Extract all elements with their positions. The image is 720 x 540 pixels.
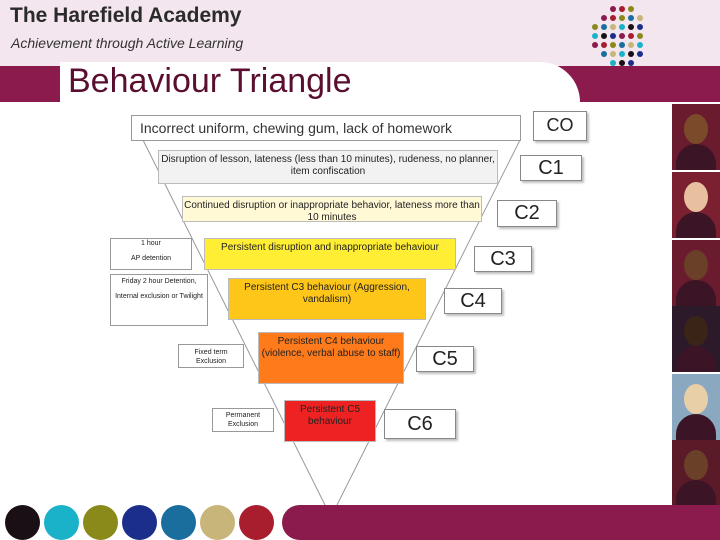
decor-circle [200,505,235,540]
decor-circle [239,505,274,540]
logo-dot [637,24,643,30]
code-c3: C3 [474,246,532,272]
note-permanent-exclusion: Permanent Exclusion [212,408,274,432]
student-photo [672,104,720,170]
logo-dot [619,51,625,57]
logo-dot [610,15,616,21]
title-pill [60,62,580,102]
logo-dot [619,33,625,39]
logo-dot [619,42,625,48]
tier-c6: Persistent C5 behaviour [284,400,376,442]
code-c1: C1 [520,155,582,181]
decor-circle [122,505,157,540]
decor-circle [5,505,40,540]
decor-circle [83,505,118,540]
note-friday-detention: Friday 2 hour Detention, Internal exclus… [110,274,208,326]
note-ap-detention-b: AP detention [131,255,171,262]
code-co: CO [533,111,587,141]
school-tagline: Achievement through Active Learning [11,35,244,51]
header-band [0,0,720,66]
tier-c5: Persistent C4 behaviour (violence, verba… [258,332,404,384]
tier-c1-text: Disruption of lesson, lateness (less tha… [161,154,495,177]
tier-c6-text: Persistent C5 behaviour [299,404,361,427]
page-title: Behaviour Triangle [68,62,352,100]
note-fixed-term-exclusion: Fixed term Exclusion [178,344,244,368]
note-ap-detention-a: 1 hour [141,240,161,247]
logo-dot [628,24,634,30]
logo-dot [628,42,634,48]
logo-dot [628,60,634,66]
logo-dot [601,42,607,48]
logo-dot [628,6,634,12]
logo-dot [610,33,616,39]
note-permanent-exclusion-text: Permanent Exclusion [225,412,261,428]
tier-c3: Persistent disruption and inappropriate … [204,238,456,270]
code-c5: C5 [416,346,474,372]
logo-dot [592,24,598,30]
logo-dot [592,42,598,48]
note-ap-detention: 1 hour AP detention [110,238,192,270]
decor-circle [44,505,79,540]
logo-dot [610,6,616,12]
student-photo [672,172,720,238]
logo-dot [601,15,607,21]
logo-dot [610,51,616,57]
code-c4: C4 [444,288,502,314]
note-friday-detention-b: Internal exclusion or Twilight [115,293,203,300]
student-photo [672,240,720,306]
school-name: The Harefield Academy [10,4,242,27]
footer-bar [282,505,720,540]
logo-dot [628,15,634,21]
logo-dot [610,42,616,48]
code-c2: C2 [497,200,557,227]
logo-dot [637,42,643,48]
note-friday-detention-a: Friday 2 hour Detention, [121,278,197,285]
logo-dot [619,6,625,12]
logo-dot [619,24,625,30]
tier-c4-text: Persistent C3 behaviour (Aggression, van… [244,282,410,305]
logo-dot [619,15,625,21]
logo-dots-icon [592,6,648,76]
tier-c1: Disruption of lesson, lateness (less tha… [158,150,498,184]
tier-c3-text: Persistent disruption and inappropriate … [221,242,439,253]
decor-circle [161,505,196,540]
co-text: Incorrect uniform, chewing gum, lack of … [140,120,453,136]
tier-c4: Persistent C3 behaviour (Aggression, van… [228,278,426,320]
tier-c2: Continued disruption or inappropriate be… [182,196,482,223]
logo-dot [637,33,643,39]
code-c6: C6 [384,409,456,439]
logo-dot [610,24,616,30]
logo-dot [628,51,634,57]
note-fixed-term-exclusion-text: Fixed term Exclusion [194,349,228,365]
student-photo [672,306,720,372]
logo-dot [601,51,607,57]
logo-dot [592,33,598,39]
student-photo [672,440,720,506]
tier-c5-text: Persistent C4 behaviour (violence, verba… [261,336,401,359]
logo-dot [637,51,643,57]
student-photo [672,374,720,440]
co-box: Incorrect uniform, chewing gum, lack of … [131,115,521,141]
logo-dot [619,60,625,66]
logo-dot [628,33,634,39]
logo-dot [601,24,607,30]
logo-dot [601,33,607,39]
logo-dot [610,60,616,66]
logo-dot [637,15,643,21]
tier-c2-text: Continued disruption or inappropriate be… [184,200,480,223]
